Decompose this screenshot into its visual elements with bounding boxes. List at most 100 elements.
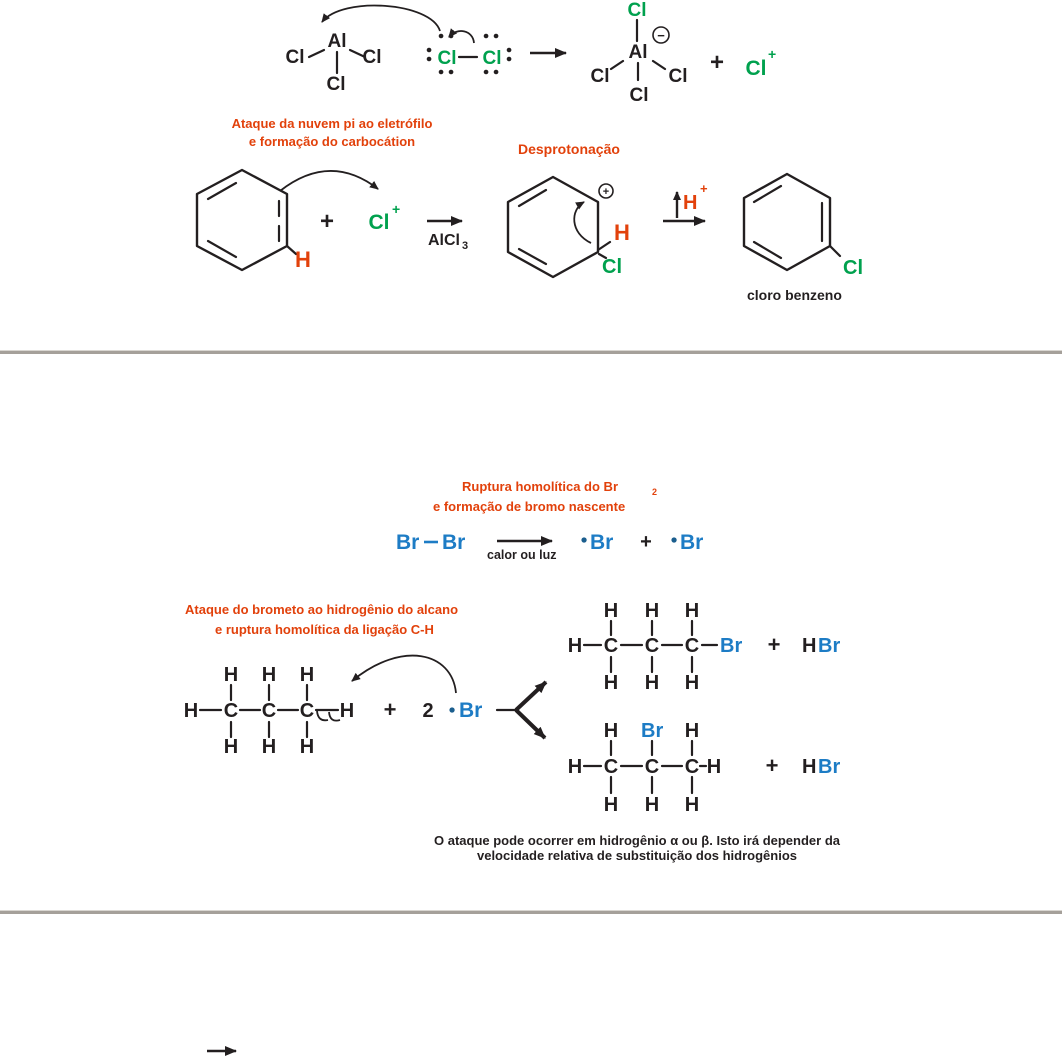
br-atom-label: Br [641, 720, 663, 742]
h-atom-label: H [568, 635, 582, 657]
caption-rupture-line1: Ruptura homolítica do Br [462, 479, 618, 494]
cl-atom-label: Cl [628, 0, 647, 21]
electron-pair-curved-arrow [321, 4, 441, 32]
h-atom-label: H [224, 664, 238, 686]
h-atom-label: H [295, 247, 311, 272]
br-atom-label: Br [396, 531, 419, 554]
h-atom-label: H [262, 664, 276, 686]
benzene-ring [195, 168, 289, 272]
caption-bromide-attack-line1: Ataque do brometo ao hidrogênio do alcan… [185, 602, 458, 617]
cl-atom-label: Cl [602, 256, 622, 278]
hbr-h-label: H [802, 756, 816, 778]
cl-atom-label: Cl [746, 57, 767, 80]
plus-sign: + [384, 697, 397, 722]
pi-attack-curved-arrow [279, 170, 379, 192]
h-atom-label: H [614, 220, 630, 245]
alcl4-bonds [609, 18, 667, 82]
positive-charge-circle [598, 183, 614, 199]
deprotonation-curved-arrow [573, 201, 592, 244]
plus-sign: + [766, 753, 779, 778]
section-divider-2 [0, 910, 1062, 914]
catalyst-label: AlCl [428, 232, 460, 249]
hbr-h-label: H [802, 635, 816, 657]
h-atom-label: H [707, 756, 721, 778]
br-atom-label: Br [720, 635, 742, 657]
cl-atom-label: Cl [363, 47, 382, 68]
negative-charge-circle [652, 26, 670, 44]
caption-deprotonation: Desprotonação [518, 141, 620, 157]
h-atom-label: H [685, 672, 699, 694]
hbr-br-label: Br [818, 756, 840, 778]
br-atom-label: Br [442, 531, 465, 554]
product-2-bromopropane: H Br H H C C C H H H H + H Br [568, 720, 841, 816]
divider-highlight [0, 350, 1062, 351]
h-atom-label: H [685, 720, 699, 742]
cl-atom-label: Cl [286, 47, 305, 68]
bonds [582, 619, 719, 674]
bonds [582, 739, 708, 795]
cl-atom-label: Cl [669, 66, 688, 87]
positive-charge: + [392, 201, 400, 217]
caption-homolytic-rupture: Ruptura homolítica do Br 2 e formação de… [433, 479, 657, 514]
plus-sign: + [710, 49, 724, 76]
plus-sign: + [640, 531, 652, 553]
h-atom-label: H [224, 736, 238, 758]
br-radical-label: Br [680, 531, 703, 554]
chlorobenzene-ring [742, 172, 832, 272]
catalyst-subscript: 3 [462, 240, 468, 252]
h-atom-label: H [645, 794, 659, 816]
hbr-br-label: Br [818, 635, 840, 657]
cl-atom-label: Cl [843, 257, 863, 279]
arenium-ring [506, 175, 600, 279]
c-atom-label: C [604, 756, 618, 778]
al-atom-label: Al [629, 42, 648, 63]
plus-sign: + [768, 632, 781, 657]
h-plus-label: H [683, 192, 697, 214]
c-atom-label: C [685, 635, 699, 657]
c-atom-label: C [604, 635, 618, 657]
step-catalyst-activation: Al Cl Cl Cl Cl Cl Cl − Al Cl Cl Cl + Cl [286, 0, 777, 106]
note-line1: O ataque pode ocorrer em hidrogênio α ou… [434, 833, 841, 848]
h-atom-label: H [685, 794, 699, 816]
ch-rupture-hooks [316, 710, 341, 722]
propane-bonds [198, 683, 340, 739]
caption-pi-attack-line1: Ataque da nuvem pi ao eletrófilo [232, 116, 433, 131]
cl-atom-label: Cl [630, 85, 649, 106]
divider-bar [0, 351, 1062, 354]
catalyst-arrow: AlCl 3 [427, 216, 468, 252]
product-1-bromopropane: H H H H C C C Br H H H + H Br [568, 600, 841, 694]
caption-rupture-line2: e formação de bromo nascente [433, 499, 625, 514]
proton-loss-arrow: H + [663, 181, 708, 226]
step-electrophilic-attack: H + Cl + AlCl 3 Desprotonação + H Cl H + [195, 141, 863, 303]
benzene-molecule: H [195, 168, 311, 272]
c-atom-label: C [645, 635, 659, 657]
c-atom-label: C [224, 700, 238, 722]
radical-attack-curved-arrow [351, 654, 457, 694]
alcl3-molecule: Al Cl Cl Cl [286, 31, 382, 95]
chlorobenzene-inner-bonds [752, 184, 842, 260]
cl-atom-label: Cl [438, 48, 457, 69]
plus-sign: + [603, 186, 609, 198]
chlorobenzene-molecule: Cl cloro benzeno [742, 172, 863, 303]
divider-bar [0, 911, 1062, 914]
h-atom-label: H [568, 756, 582, 778]
section-divider-1 [0, 350, 1062, 354]
br-radical-label: Br [459, 699, 482, 722]
h-atom-label: H [604, 600, 618, 622]
minus-sign: − [657, 28, 665, 43]
h-atom-label: H [300, 736, 314, 758]
fork-arrows [495, 680, 548, 740]
h-plus-charge: + [700, 181, 708, 196]
cl-atom-label: Cl [591, 66, 610, 87]
coefficient-two: 2 [422, 700, 433, 722]
propane-molecule: H H H H C C C H H H H [184, 664, 354, 758]
h-atom-label: H [604, 794, 618, 816]
caption-bromide-attack-line2: e ruptura homolítica da ligação C-H [215, 622, 434, 637]
benzene-inner-bonds [206, 181, 298, 259]
h-atom-label: H [300, 664, 314, 686]
h-atom-label: H [340, 700, 354, 722]
c-atom-label: C [262, 700, 276, 722]
product-name-label: cloro benzeno [747, 287, 842, 303]
